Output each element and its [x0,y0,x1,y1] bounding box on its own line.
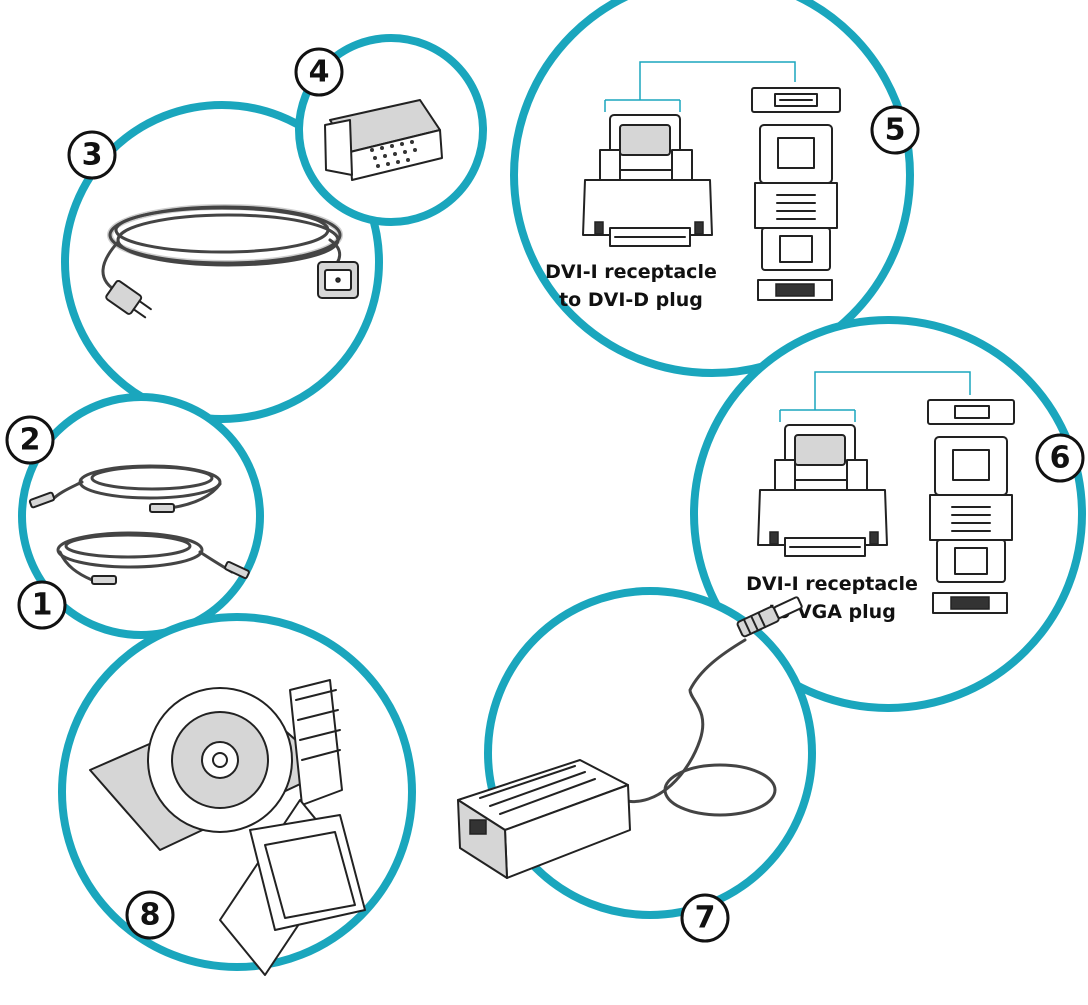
badge-4-label: 4 [309,55,330,90]
badge-8-label: 8 [140,898,161,933]
number-badge-3: 3 [69,132,115,178]
badge-3-label: 3 [82,138,103,173]
number-badge-7: 7 [682,895,728,941]
item-6-caption-line-1: DVI-I receptacle [746,573,918,595]
number-badge-1: 1 [19,582,65,628]
badge-5-label: 5 [885,113,906,148]
badge-1-label: 1 [32,588,53,623]
item-5-caption-line-2: to DVI-D plug [559,289,703,311]
number-badge-4: 4 [296,49,342,95]
badge-6-label: 6 [1050,441,1071,476]
item-8-cd-rom-and-manuals [62,617,412,975]
number-badge-6: 6 [1037,435,1083,481]
number-badge-8: 8 [127,892,173,938]
ring-5 [514,0,910,373]
item-7-power-adapter [458,591,812,915]
badge-7-label: 7 [695,901,716,936]
number-badge-5: 5 [872,107,918,153]
number-badge-2: 2 [7,417,53,463]
item-5-caption-line-1: DVI-I receptacle [545,261,717,283]
badge-2-label: 2 [20,423,41,458]
item-5-dvi-d-adapter: DVI-I receptacle to DVI-D plug [514,0,910,373]
